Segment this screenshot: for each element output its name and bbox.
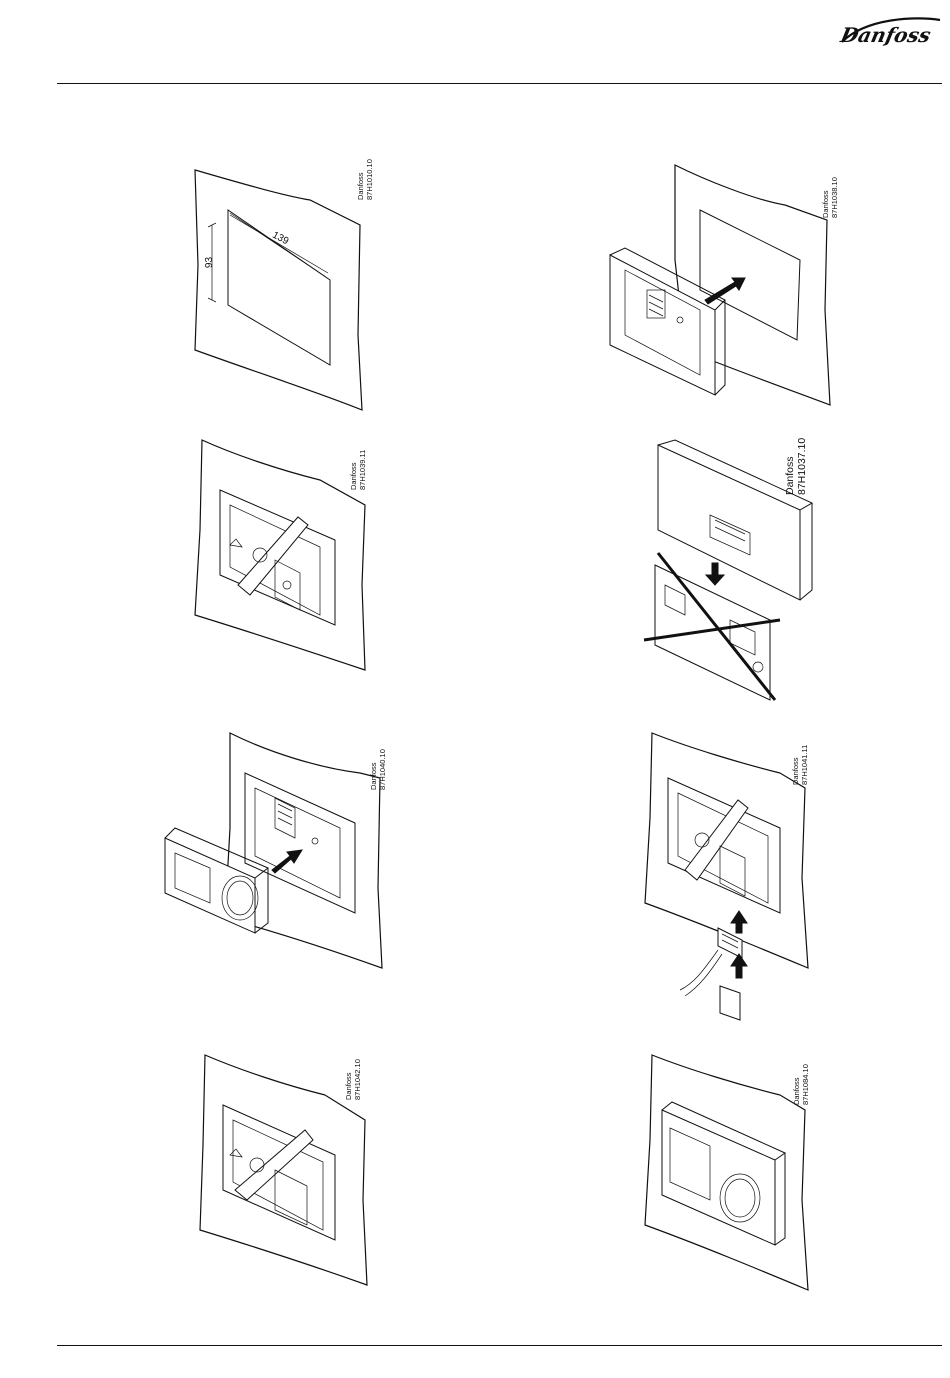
- figure-cutout-dimensions: 139 93: [190, 165, 390, 420]
- svg-text:Danfoss: Danfoss: [838, 23, 933, 47]
- figure-connect-terminal: [640, 728, 815, 1028]
- figure-mount-thermostat: [160, 728, 390, 978]
- header-rule: [57, 83, 942, 84]
- dimension-height: 93: [204, 257, 215, 268]
- danfoss-logo: Danfoss: [836, 12, 944, 50]
- figure-insert-frame: [605, 160, 845, 415]
- footer-rule: [57, 1345, 942, 1346]
- figure-finished: [640, 1050, 815, 1295]
